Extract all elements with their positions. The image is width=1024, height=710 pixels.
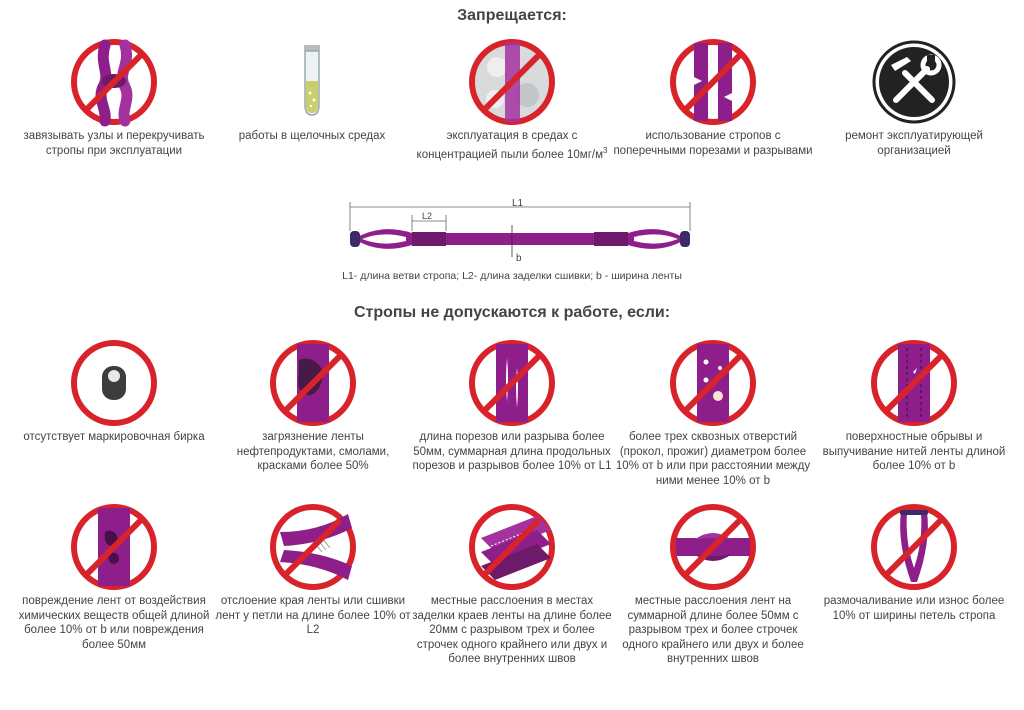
- b-label: b: [516, 253, 522, 264]
- knot-sling-icon: [69, 37, 159, 127]
- peeling-edge-icon: [268, 502, 358, 592]
- rejected-title: Стропы не допускаются к работе, если:: [353, 304, 671, 321]
- rejected-caption: местные расслоения в местах заделки крае…: [412, 595, 612, 665]
- l2-label: L2: [422, 211, 432, 221]
- rejected-caption: размочаливание или износ более 10% от ши…: [823, 595, 1005, 622]
- forbidden-caption: завязывать узлы и перекручивать стропы п…: [23, 130, 205, 157]
- repair-tools-icon: [869, 37, 959, 127]
- through-holes-icon: [668, 338, 758, 428]
- rejected-caption: загрязнение ленты нефтепродуктами, смола…: [236, 431, 390, 472]
- rejected-caption: отсутствует маркировочная бирка: [23, 431, 205, 443]
- longitudinal-cuts-icon: [467, 338, 557, 428]
- diagram-legend: L1- длина ветви стропа; L2- длина заделк…: [342, 270, 682, 282]
- forbidden-caption: эксплуатация в средах с концентрацией пы…: [416, 130, 608, 161]
- forbidden-caption: ремонт эксплуатирующей организацией: [845, 130, 983, 157]
- rejected-caption: более трех сквозных отверстий (прокол, п…: [615, 431, 811, 487]
- seam-delamination-icon: [467, 502, 557, 592]
- forbidden-title: Запрещается:: [457, 7, 567, 24]
- forbidden-caption: использование стропов с поперечными поре…: [613, 130, 813, 157]
- sling-diagram: L1 L2 b: [340, 195, 700, 285]
- chemical-damage-icon: [69, 502, 159, 592]
- rejected-caption: отслоение края ленты или сшивки лент у п…: [215, 595, 411, 636]
- missing-tag-icon: [69, 338, 159, 428]
- rejected-caption: местные расслоения лент на суммарной дли…: [622, 595, 804, 665]
- tape-delamination-icon: [668, 502, 758, 592]
- rejected-caption: повреждение лент от воздействия химическ…: [18, 595, 210, 651]
- forbidden-caption: работы в щелочных средах: [238, 130, 386, 142]
- cut-sling-icon: [668, 37, 758, 127]
- broken-threads-icon: [869, 338, 959, 428]
- dirty-sling-icon: [268, 338, 358, 428]
- rejected-caption: длина порезов или разрыва более 50мм, су…: [412, 431, 612, 472]
- test-tube-icon: [267, 37, 357, 127]
- rejected-caption: поверхностные обрывы и выпучивание нитей…: [822, 431, 1006, 472]
- l1-label: L1: [512, 198, 524, 209]
- dust-sling-icon: [467, 37, 557, 127]
- loop-wear-icon: [869, 502, 959, 592]
